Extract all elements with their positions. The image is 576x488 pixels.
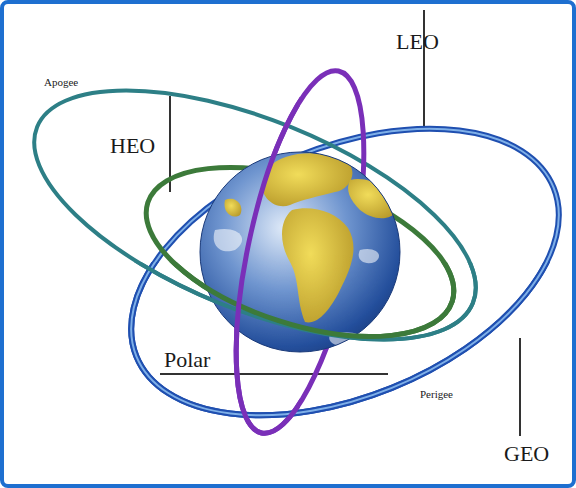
orbit-label: GEO	[504, 442, 549, 466]
point-label: Apogee	[44, 76, 78, 88]
point-label: Perigee	[420, 388, 453, 400]
orbit-label: LEO	[396, 30, 439, 54]
orbit-label: Polar	[164, 348, 210, 372]
orbit-label: HEO	[110, 134, 155, 158]
